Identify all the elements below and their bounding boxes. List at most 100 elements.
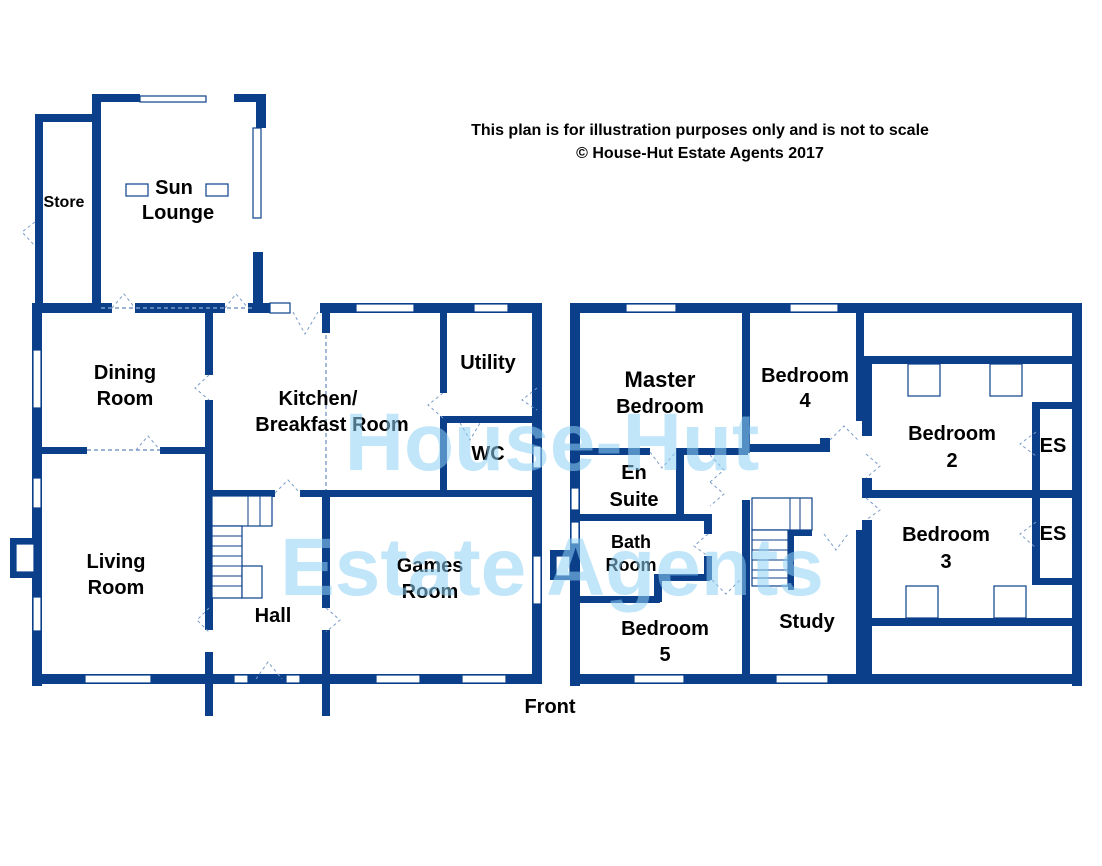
dining-door-top (111, 293, 136, 309)
bed3-bottom-wall (872, 618, 1074, 626)
first-wall-right (1072, 303, 1082, 686)
store-door (21, 221, 36, 247)
living-chimney-inner (15, 543, 35, 573)
games-room-label-line2: Room (402, 581, 459, 603)
b4-bottom-wall-2 (820, 438, 830, 452)
es2-top-wall (1032, 402, 1074, 409)
kitchen-label-line1: Kitchen/ (279, 388, 358, 410)
utility-window-top (473, 303, 509, 313)
landing-door-a (709, 481, 725, 507)
dining-kitchen-door (194, 374, 210, 401)
es3-bottom-wall (1032, 578, 1074, 585)
living-window-left-top (32, 477, 42, 509)
b4-window-top (789, 303, 839, 313)
stairs-wall (788, 530, 812, 590)
sun-lounge-skylight-left (125, 183, 149, 197)
bed2-bed3-divider (862, 490, 1074, 498)
front-door (255, 661, 283, 680)
kitchen-window-top (355, 303, 415, 313)
bedroom-4-label-line1: Bedroom (761, 365, 849, 387)
kitchen-hall-divider (205, 490, 275, 497)
bed3-door (865, 497, 881, 521)
sun-lounge-wall-top-right (234, 94, 266, 102)
bath-chimney-inner (555, 555, 571, 577)
bed3-left-wall (862, 520, 872, 684)
utility-wall-left (440, 303, 447, 393)
watermark-line2: Estate Agents (280, 522, 824, 613)
ground-stairs (211, 495, 273, 599)
sun-lounge-label-line1: Sun (155, 177, 193, 199)
bed2-wardrobe-right (989, 363, 1023, 397)
es3-left-wall (1032, 498, 1040, 584)
kitchen-label-line2: Breakfast Room (255, 414, 408, 436)
hall-window-bottom-left (233, 674, 249, 684)
master-bedroom-label-line2: Bedroom (616, 396, 704, 418)
bedroom-3-label-line1: Bedroom (902, 524, 990, 546)
ensuite-window-left (570, 487, 580, 511)
bath-wall-right-2 (704, 556, 712, 580)
ensuite-bath-divider (570, 514, 710, 521)
sun-lounge-window-top (139, 95, 207, 103)
b5-study-divider (742, 500, 750, 684)
living-window-left-bottom (32, 596, 42, 632)
utility-side-door (521, 387, 538, 411)
living-room-label-line2: Room (88, 577, 145, 599)
master-bedroom-label-line1: Master (625, 367, 696, 392)
bedroom-2-label-line2: 2 (946, 450, 957, 472)
ground-wall-top-left (32, 303, 112, 313)
sun-lounge-window-right (252, 127, 262, 219)
en-suite-label-line1: En (621, 462, 647, 484)
bathroom-label-line2: Room (606, 555, 657, 575)
kitchen-back-door (292, 311, 319, 336)
games-hall-door (325, 607, 341, 633)
dining-window-left (32, 349, 42, 409)
es2-door (1019, 431, 1037, 457)
living-room-label-line1: Living (87, 551, 146, 573)
study-label: Study (779, 611, 835, 633)
sun-lounge-wall-right-bottom (253, 252, 263, 310)
kitchen-hall-door (274, 479, 301, 494)
es-2-label: ES (1040, 435, 1067, 457)
ensuite-wall-right (676, 448, 684, 520)
bath-wall-right (704, 514, 712, 534)
master-b4-divider (742, 303, 750, 453)
b5-door (711, 579, 741, 595)
b4-landing-divider (856, 303, 864, 421)
b5-window-bottom (633, 674, 685, 684)
b4-bottom-wall (750, 444, 826, 452)
utility-wc-divider (440, 416, 540, 423)
kitchen-door-top (224, 293, 249, 309)
bathroom-label-line1: Bath (611, 532, 651, 552)
study-door (823, 533, 849, 551)
bedroom-5-label-line1: Bedroom (621, 618, 709, 640)
living-door (135, 435, 161, 451)
sun-lounge-wall-right-top (256, 94, 266, 128)
bath-window-left (570, 521, 580, 545)
disclaimer-line2: © House-Hut Estate Agents 2017 (576, 145, 824, 162)
bedroom-5-label-line2: 5 (659, 644, 670, 666)
es-3-label: ES (1040, 523, 1067, 545)
es2-left-wall (1032, 402, 1040, 490)
dining-room-label-line1: Dining (94, 362, 156, 384)
front-label: Front (524, 696, 575, 718)
kitchen-window-top-small (269, 302, 291, 314)
bed2-left-wall-2 (862, 478, 872, 498)
sun-lounge-label-line2: Lounge (142, 202, 214, 224)
disclaimer-line1: This plan is for illustration purposes o… (471, 122, 929, 139)
wc-label: WC (471, 443, 504, 465)
es3-door (1019, 521, 1037, 549)
games-window-bottom-right (461, 674, 507, 684)
bed2-wardrobe-left (907, 363, 941, 397)
master-door (709, 454, 725, 483)
b4-door (829, 425, 859, 441)
sun-lounge-wall-top-left (92, 94, 140, 102)
kitchen-hall-divider-2 (300, 490, 540, 497)
utility-label: Utility (460, 352, 516, 374)
bath-door (693, 533, 709, 557)
bed2-top-wall (864, 356, 1074, 364)
bed2-left-wall (862, 356, 872, 436)
store-wall-top (35, 114, 97, 122)
hall-games-divider (322, 490, 330, 608)
bath-bottom-step-2 (654, 574, 710, 581)
